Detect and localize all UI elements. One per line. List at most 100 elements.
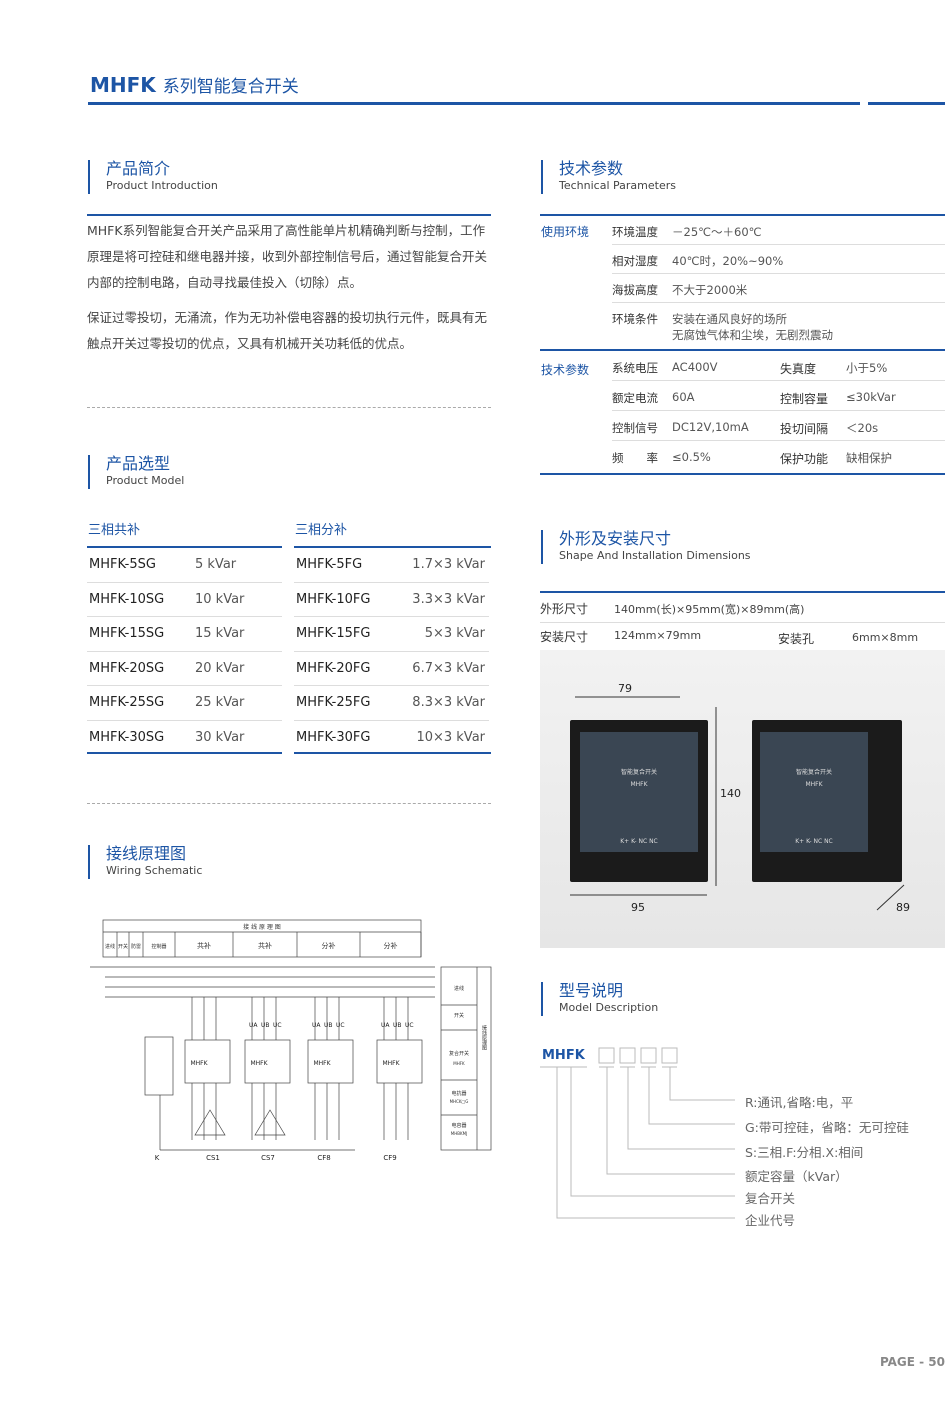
common-header: 三相共补 — [88, 523, 141, 538]
model-name: MHFK-30FG — [296, 730, 371, 746]
param-value: ≤30kVar — [846, 390, 896, 404]
model-name: MHFK-20FG — [296, 660, 371, 676]
model-name: MHFK-10SG — [89, 591, 165, 607]
phase-label: UA — [381, 1022, 390, 1029]
module-label: MHFK — [250, 1060, 268, 1067]
env-label: 使用环境 — [541, 225, 590, 239]
divider — [294, 752, 491, 754]
capacity: 10×3 kVar — [416, 730, 485, 746]
table-row: MHFK-5FG 1.7×3 kVar — [294, 548, 489, 583]
capacity: 5×3 kVar — [424, 626, 485, 642]
model-name: MHFK-15FG — [296, 626, 371, 642]
model-name: MHFK-30SG — [89, 730, 165, 746]
legend-label: 开关 — [454, 1012, 464, 1019]
schematic-col-label: 防雷 — [131, 943, 141, 950]
phase-label: UC — [405, 1022, 414, 1029]
param-value: 缺相保护 — [846, 451, 892, 465]
param-value: 小于5% — [846, 361, 888, 375]
param-value: 60A — [672, 390, 695, 404]
capacity: 6.7×3 kVar — [412, 660, 485, 676]
param-value: ＜20s — [846, 421, 879, 435]
dim-height: 140 — [720, 787, 741, 800]
module-label: MHFK — [190, 1060, 208, 1067]
phase-label: UC — [273, 1022, 282, 1029]
schematic-col-label: 分补 — [322, 941, 336, 950]
dim-width-bottom: 95 — [631, 901, 645, 914]
capacity: 30 kVar — [195, 730, 245, 746]
capacity: 25 kVar — [195, 695, 245, 711]
schematic-col-label: 共补 — [258, 941, 272, 950]
param-value: AC400V — [672, 360, 718, 374]
model-desc-item: R:通讯,省略:电，平 — [745, 1095, 854, 1110]
capacity: 5 kVar — [195, 557, 237, 573]
phase-label: UB — [261, 1022, 270, 1029]
phase-label: UA — [312, 1022, 321, 1029]
phase-label: UB — [324, 1022, 333, 1029]
dotted-divider — [87, 803, 491, 804]
circuit-label: CS7 — [261, 1154, 275, 1162]
module-label: MHFK — [313, 1060, 331, 1067]
table-row: MHFK-15FG 5×3 kVar — [294, 617, 489, 652]
param-value: DC12V,10mA — [672, 420, 749, 434]
model-name: MHFK-25FG — [296, 695, 371, 711]
schematic-col-label: 进线 — [105, 943, 115, 950]
param-name: 系统电压 — [612, 361, 658, 375]
param-label: 技术参数 — [541, 363, 590, 377]
schematic-col-label: 共补 — [197, 941, 211, 950]
legend-label: 进线 — [454, 985, 464, 992]
title-rule — [88, 102, 860, 105]
dotted-divider — [87, 407, 491, 408]
table-row: 频 率≤0.5%保护功能缺相保护 — [612, 441, 945, 471]
table-row: 环境温度－25℃～＋60℃ — [612, 216, 945, 245]
model-desc-item: G:带可控硅，省略：无可控硅 — [745, 1120, 909, 1135]
intro-paragraph-2: 保证过零投切，无涌流，作为无功补偿电容器的投切执行元件，既具有无触点开关过零投切… — [87, 310, 488, 351]
param-value: ≤0.5% — [672, 450, 711, 464]
circuit-label: CF8 — [317, 1154, 330, 1162]
dim-width-top: 79 — [618, 682, 632, 695]
dim-depth: 89 — [896, 901, 910, 914]
schematic-col-label: 分补 — [384, 941, 398, 950]
model-desc-item: 额定容量（kVar） — [745, 1169, 848, 1184]
divider — [540, 622, 945, 623]
model-code: MHFK — [542, 1048, 585, 1063]
divider — [87, 214, 491, 216]
legend-label: 电抗器 — [451, 1090, 466, 1097]
model-code-diagram — [540, 1047, 735, 1219]
capacity: 1.7×3 kVar — [412, 557, 485, 573]
legend-label: 电容器 — [451, 1122, 466, 1129]
capacity: 20 kVar — [195, 660, 245, 676]
dimension-lines — [570, 696, 905, 911]
mount-label: 安装尺寸 — [540, 630, 589, 644]
model-desc-item: 企业代号 — [745, 1213, 796, 1228]
page-title: MHFK 系列智能复合开关 — [90, 73, 299, 97]
model-name: MHFK-5SG — [89, 557, 156, 573]
intro-paragraph-1: MHFK系列智能复合开关产品采用了高性能单片机精确判断与控制，工作原理是将可控硅… — [87, 223, 488, 290]
param-name: 环境温度 — [612, 225, 658, 239]
model-name: MHFK-5FG — [296, 557, 363, 573]
param-name: 保护功能 — [780, 452, 829, 466]
schematic-col-label: 控制器 — [151, 943, 166, 950]
phase-label: UA — [249, 1022, 258, 1029]
legend-label: MHBKMJ — [451, 1131, 467, 1136]
table-row: 海拔高度不大于2000米 — [612, 274, 945, 303]
param-value: 40℃时，20%~90% — [672, 254, 784, 268]
hole-label: 安装孔 — [778, 632, 815, 646]
module-label: MHFK — [382, 1060, 400, 1067]
model-name: MHFK-10FG — [296, 591, 371, 607]
model-name: MHFK-25SG — [89, 695, 165, 711]
model-name: MHFK-15SG — [89, 626, 165, 642]
phase-label: UC — [336, 1022, 345, 1029]
hole-value: 6mm×8mm — [852, 631, 919, 644]
schematic-title: 接 线 原 理 图 — [243, 923, 281, 931]
param-name: 环境条件 — [612, 312, 658, 326]
